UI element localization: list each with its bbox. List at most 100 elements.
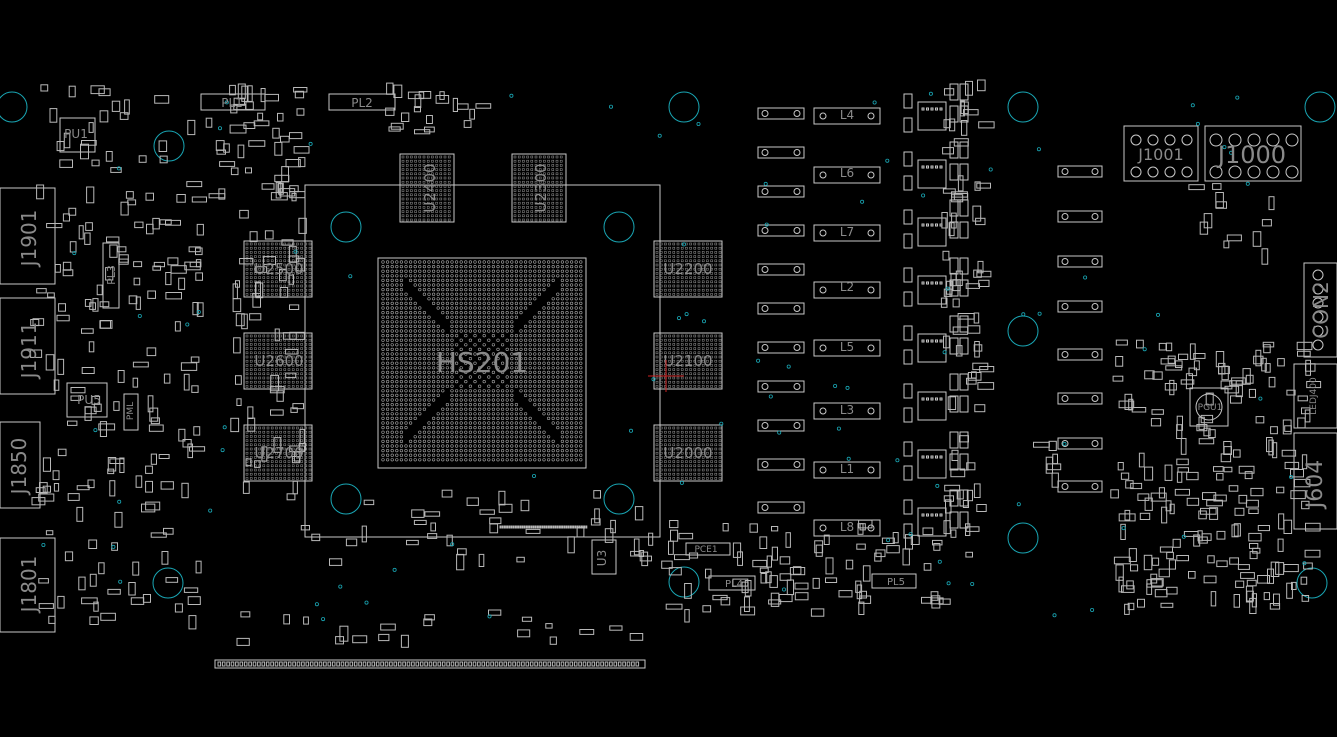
mem-ball (530, 193, 534, 197)
bga-ball (542, 288, 546, 292)
bga-ball (537, 347, 542, 352)
bga-ball (519, 265, 523, 269)
bga-ball (487, 398, 491, 402)
bga-ball (436, 384, 440, 388)
mem-ball (655, 284, 659, 288)
bga-ball (551, 357, 555, 361)
mem-ball (275, 380, 278, 384)
mem-ball (693, 259, 697, 263)
bga-ball (510, 384, 514, 388)
bga-ball (478, 347, 482, 352)
smd-passive (1216, 560, 1228, 568)
bga-ball (523, 288, 528, 292)
smd-passive (1188, 367, 1198, 377)
smd-passive (1306, 381, 1322, 389)
mem-ball (538, 159, 542, 163)
bga-ball (390, 449, 394, 453)
bga-ball (556, 398, 560, 402)
bga-ball (473, 458, 477, 462)
connector-j1001 (1123, 125, 1199, 182)
bga-ball (487, 366, 491, 370)
smd-passive (427, 533, 438, 539)
bga-ball (422, 370, 427, 375)
test-pad (569, 525, 572, 529)
bga-ball (390, 416, 394, 421)
mem-ball (275, 242, 278, 246)
bga-ball (468, 260, 473, 264)
bga-ball (537, 288, 542, 292)
bga-ball (468, 297, 473, 301)
mem-ball (680, 451, 684, 455)
mosfet-pin (926, 165, 929, 169)
bga-ball (427, 426, 431, 430)
mem-ball (547, 206, 550, 209)
bga-ball (413, 283, 417, 287)
bga-ball (413, 338, 417, 342)
bga-ball (569, 384, 574, 388)
mem-ball (701, 372, 705, 376)
smd-passive (245, 101, 254, 110)
mem-ball (701, 460, 705, 463)
smd-passive (145, 480, 154, 493)
test-pad (503, 525, 506, 529)
mem-ball (526, 155, 529, 159)
mem-ball (270, 460, 274, 463)
bga-ball (569, 435, 574, 439)
smd-passive (196, 223, 204, 236)
connector-pin (1312, 269, 1324, 281)
bga-ball (445, 352, 450, 356)
bga-ball (464, 421, 468, 425)
bga-ball (413, 278, 417, 283)
bga-ball (459, 412, 463, 416)
bga-ball (519, 347, 523, 352)
mem-ball (279, 435, 282, 438)
bga-ball (478, 384, 482, 388)
mem-ball (414, 193, 417, 197)
smd-passive (952, 279, 961, 292)
mem-ball (706, 263, 709, 267)
bga-ball (546, 439, 551, 444)
bga-ball (514, 439, 519, 444)
bga-ball (519, 329, 523, 333)
bga-ball (565, 444, 569, 448)
bga-ball (404, 297, 408, 301)
mem-ball (685, 426, 688, 430)
via (93, 428, 98, 433)
bga-ball (491, 283, 496, 287)
mem-ball (668, 343, 671, 346)
gpu-die-outline[interactable] (377, 257, 587, 469)
mem-ball (714, 347, 718, 350)
bga-ball (478, 301, 482, 306)
bga-ball (468, 324, 473, 329)
mem-ball (401, 214, 405, 218)
passive (903, 523, 913, 539)
mem-ball (296, 380, 299, 384)
bga-ball (556, 357, 560, 361)
passive (903, 117, 913, 133)
bga-ball (491, 380, 496, 384)
bga-ball (501, 334, 505, 338)
smd-passive (180, 362, 198, 371)
bga-ball (569, 269, 574, 273)
mem-ball (547, 159, 550, 163)
bga-ball (551, 338, 555, 342)
mosfet-pin (935, 223, 938, 227)
bga-ball (551, 297, 555, 301)
bga-ball (441, 407, 445, 411)
smd-passive (942, 147, 954, 155)
mem-ball (296, 359, 299, 363)
mem-ball (275, 276, 278, 279)
mem-ball (517, 185, 521, 188)
bga-ball (505, 301, 509, 306)
pcie-edge-connector[interactable] (214, 659, 646, 669)
bga-ball (560, 357, 565, 361)
mem-ball (714, 456, 718, 459)
smd-passive (1291, 581, 1297, 591)
passive (949, 511, 959, 529)
bga-ball (569, 315, 574, 319)
mem-ball (279, 376, 282, 380)
memory-chip-u2000 (653, 424, 723, 482)
mem-ball (680, 472, 684, 476)
connector-j1000 (1204, 125, 1302, 182)
